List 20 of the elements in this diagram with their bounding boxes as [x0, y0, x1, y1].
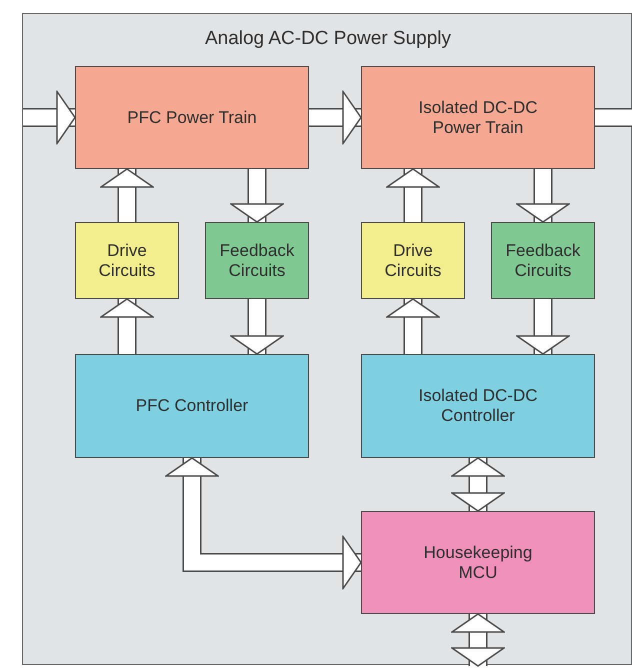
block-label: Drive Circuits [98, 240, 156, 280]
block-label: Housekeeping MCU [422, 542, 534, 582]
controller-block [361, 354, 595, 458]
feedback-circuit-block [205, 222, 309, 299]
block-label: Isolated DC-DC Power Train [417, 98, 539, 138]
power-train-block [75, 66, 309, 169]
feedback-circuit-block [491, 222, 595, 299]
mcu-block [361, 511, 595, 614]
panel-heading: Analog AC-DC Power Supply [204, 28, 452, 50]
block-label: Feedback Circuits [504, 240, 582, 280]
drive-circuit-block [361, 222, 465, 299]
block-label: Isolated DC-DC Controller [417, 386, 539, 426]
controller-block [75, 354, 309, 458]
block-label: PFC Controller [136, 396, 248, 416]
system-panel [22, 13, 632, 665]
power-train-block [361, 66, 595, 169]
block-label: Feedback Circuits [218, 240, 296, 280]
drive-circuit-block [75, 222, 179, 299]
block-label: Drive Circuits [384, 240, 442, 280]
block-label: PFC Power Train [127, 108, 257, 128]
